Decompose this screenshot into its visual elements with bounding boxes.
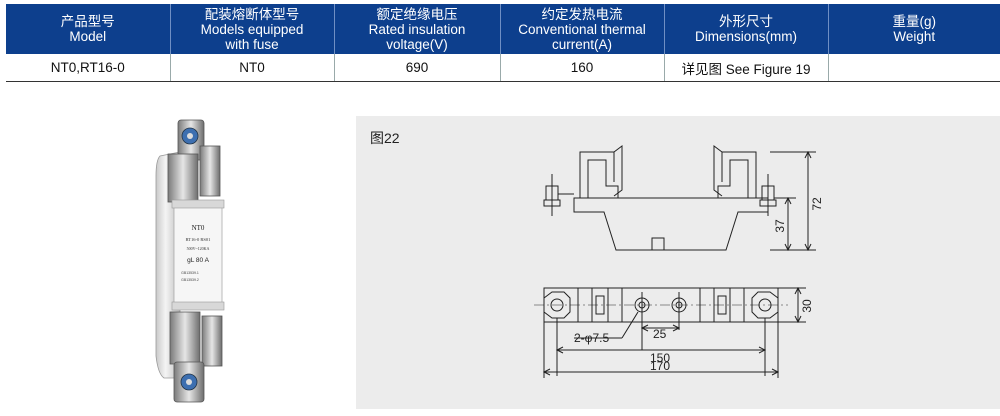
spec-table: 产品型号 Model 配装熔断体型号 Models equipped with … bbox=[6, 4, 1000, 82]
header-thermal-current: 约定发热电流 Conventional thermal current(A) bbox=[500, 4, 665, 54]
header-weight: 重量(g) Weight bbox=[828, 4, 1000, 54]
dimension-drawing-svg: 72 37 30 2-φ7.5 25 150 170 bbox=[534, 145, 824, 378]
dim-label-170: 170 bbox=[650, 359, 670, 373]
dim-label-hole: 2-φ7.5 bbox=[574, 331, 609, 345]
dim-label-30: 30 bbox=[800, 299, 814, 313]
cell-fuse-model: NT0 bbox=[170, 54, 335, 82]
cell-model: NT0,RT16-0 bbox=[6, 54, 171, 82]
header-model: 产品型号 Model bbox=[6, 4, 171, 54]
cell-weight bbox=[828, 54, 1000, 82]
spec-header-row: 产品型号 Model 配装熔断体型号 Models equipped with … bbox=[6, 4, 1000, 54]
dim-label-37: 37 bbox=[773, 219, 787, 233]
fuse-text-2: RT16-0 RS01 bbox=[186, 237, 211, 242]
fuse-text-4: gL 80 A bbox=[187, 257, 209, 264]
dim-label-150: 150 bbox=[650, 351, 670, 365]
dim-label-72: 72 bbox=[810, 197, 824, 211]
fuse-text-5: GB13539.1 bbox=[181, 271, 199, 275]
figure-label: 图22 bbox=[370, 130, 400, 146]
dimension-drawing: 图22 bbox=[356, 116, 1000, 409]
cell-dimensions: 详见图 See Figure 19 bbox=[664, 54, 829, 82]
fuse-text-6: GB13539.2 bbox=[181, 278, 199, 282]
fuse-text-3: 500V~120KA bbox=[187, 246, 210, 251]
header-rated-voltage: 额定绝缘电压 Rated insulation voltage(V) bbox=[334, 4, 501, 54]
dim-label-25: 25 bbox=[653, 327, 667, 341]
fuse-text-1: NT0 bbox=[192, 224, 205, 232]
table-row: NT0,RT16-0 NT0 690 160 详见图 See Figure 19 bbox=[6, 54, 1000, 82]
header-fuse-model: 配装熔断体型号 Models equipped with fuse bbox=[170, 4, 335, 54]
header-dimensions: 外形尺寸 Dimensions(mm) bbox=[664, 4, 829, 54]
cell-thermal-current: 160 bbox=[500, 54, 665, 82]
cell-rated-voltage: 690 bbox=[334, 54, 501, 82]
product-photo: NT0 RT16-0 RS01 500V~120KA gL 80 A GB135… bbox=[150, 116, 245, 408]
